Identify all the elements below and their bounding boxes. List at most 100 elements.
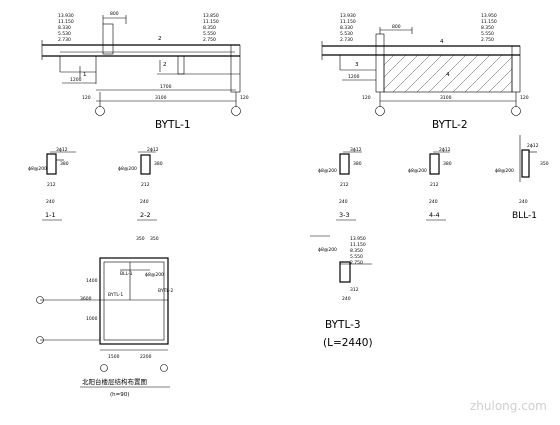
dim-380-b: 380 [154,161,163,167]
label-section-3-3: 3-3 [339,211,350,219]
label-section-1-1: 1-1 [45,211,56,219]
dim-240-a: 240 [46,199,55,205]
dim-380-c: 380 [353,161,362,167]
label-bll-1: BLL-1 [512,211,537,221]
rebar-4-4-b: ɸ8@200 [408,168,427,174]
dim-240-d: 240 [429,199,438,205]
dim-350-a: 350 [540,161,549,167]
balcony-floor-plan: 350 350 BYTL-1 BYTL-2 BLL-1 ɸ8@200 1400 … [36,236,173,398]
dim-120-a: 120 [82,95,91,101]
elev-5-2: 8.350 [350,248,363,254]
elev-4-2: 8.350 [481,25,494,31]
plan-label-bll: BLL-1 [120,271,133,277]
elev-4-1: 11.150 [481,19,497,25]
label-section-4-4: 4-4 [429,211,440,219]
elev-3-4: 2.730 [340,37,353,43]
rebar-4-4: 2ɸ12 [439,147,451,153]
rebar-1-1: 3ɸ12 [56,147,68,153]
dim-212-b: 212 [141,182,150,188]
elev-5-0: 13.950 [350,236,366,242]
section-3-3: 3ɸ12 ɸ8@200 212 380 240 3-3 [318,147,362,221]
dim-800-a: 800 [110,11,119,17]
plan-title: 北阳台楼层结构布置图 [82,377,147,386]
dim-240-f: 240 [342,296,351,302]
elev-1-3: 5.530 [58,31,71,37]
dim-240-b: 240 [140,199,149,205]
section-mark-2: 2 [163,62,167,68]
dim-3100-a: 3100 [155,95,167,101]
dim-120-b: 120 [240,95,249,101]
rebar-3-3: 3ɸ12 [350,147,362,153]
dim-212-a: 212 [47,182,56,188]
elev-4-3: 5.550 [481,31,494,37]
plan-dim-1400: 1400 [86,278,98,284]
plan-dim-1000: 1000 [86,316,98,322]
elev-2-4: 2.750 [203,37,216,43]
elev-1-2: 8.330 [58,25,71,31]
elev-3-0: 13.930 [340,13,356,19]
dim-240-e: 240 [519,199,528,205]
dim-212-d: 212 [430,182,439,188]
dim-350-c: 350 [150,236,159,242]
section-mark-3: 3 [355,62,359,68]
elev-4-0: 13.950 [481,13,497,19]
elev-5-4: 2.750 [350,260,363,266]
label-section-2-2: 2-2 [140,211,151,219]
dim-380-a: 380 [60,161,69,167]
elev-3-1: 11.150 [340,19,356,25]
watermark: zhulong.com [470,399,547,413]
rebar-1-1-b: ɸ8@200 [28,166,47,172]
elev-1-1: 11.150 [58,19,74,25]
plan-label-bytl1: BYTL-1 [108,292,123,298]
dim-1200-a: 1200 [70,77,82,83]
dim-312: 312 [350,287,359,293]
beam-bytl-1-elevation: 800 1 2 2 13.930 11.150 8.330 5.530 2.73… [41,11,249,131]
wall-hatch [383,54,513,93]
beam-bytl-3-detail: 13.950 11.150 8.350 5.550 2.750 ɸ8@200 3… [310,235,373,349]
section-2-2: 2ɸ12 ɸ8@200 212 380 240 2-2 [118,147,163,221]
elev-5-3: 5.550 [350,254,363,260]
label-bytl-3-length: (L=2440) [323,337,373,349]
elev-1-4: 2.730 [58,37,71,43]
plan-note: (h=90) [110,392,129,398]
section-4-4: 2ɸ12 ɸ8@200 212 380 240 4-4 [408,147,452,221]
rebar-2-2-b: ɸ8@200 [118,166,137,172]
dim-1700-a: 1700 [160,84,172,90]
rebar-bll-b: ɸ8@200 [495,168,514,174]
dim-240-c: 240 [339,199,348,205]
plan-rebar: ɸ8@200 [145,272,164,278]
label-bytl-3: BYTL-3 [325,319,361,331]
dim-120-d: 120 [520,95,529,101]
bll-1-detail: 2ɸ12 ɸ8@200 350 240 BLL-1 [495,135,549,221]
elev-5-1: 11.150 [350,242,366,248]
section-mark-4a: 4 [440,39,444,45]
plan-label-bytl2: BYTL-2 [158,288,173,294]
elev-3-2: 8.330 [340,25,353,31]
dim-800-b: 800 [392,24,401,30]
elev-3-3: 5.530 [340,31,353,37]
dim-1200-b: 1200 [348,74,360,80]
section-mark-1: 1 [83,72,87,78]
elev-2-2: 8.350 [203,25,216,31]
elev-2-0: 13.850 [203,13,219,19]
section-mark-2b: 2 [158,36,162,42]
section-1-1: 3ɸ12 ɸ8@200 212 380 240 1-1 [28,147,76,221]
rebar-3-3-b: ɸ8@200 [318,168,337,174]
elev-2-1: 11.150 [203,19,219,25]
rebar-bytl3: ɸ8@200 [318,247,337,253]
label-bytl-2: BYTL-2 [432,119,468,131]
elev-1-0: 13.930 [58,13,74,19]
plan-dim-3600: 3600 [80,296,92,302]
dim-3100-b: 3100 [440,95,452,101]
label-bytl-1: BYTL-1 [155,119,191,131]
elev-4-4: 2.750 [481,37,494,43]
dim-120-c: 120 [362,95,371,101]
dim-212-c: 212 [340,182,349,188]
rebar-2-2: 2ɸ12 [147,147,159,153]
dim-350-b: 350 [136,236,145,242]
dim-380-d: 380 [443,161,452,167]
plan-dim-1500: 1500 [108,354,120,360]
plan-dim-2200: 2200 [140,354,152,360]
